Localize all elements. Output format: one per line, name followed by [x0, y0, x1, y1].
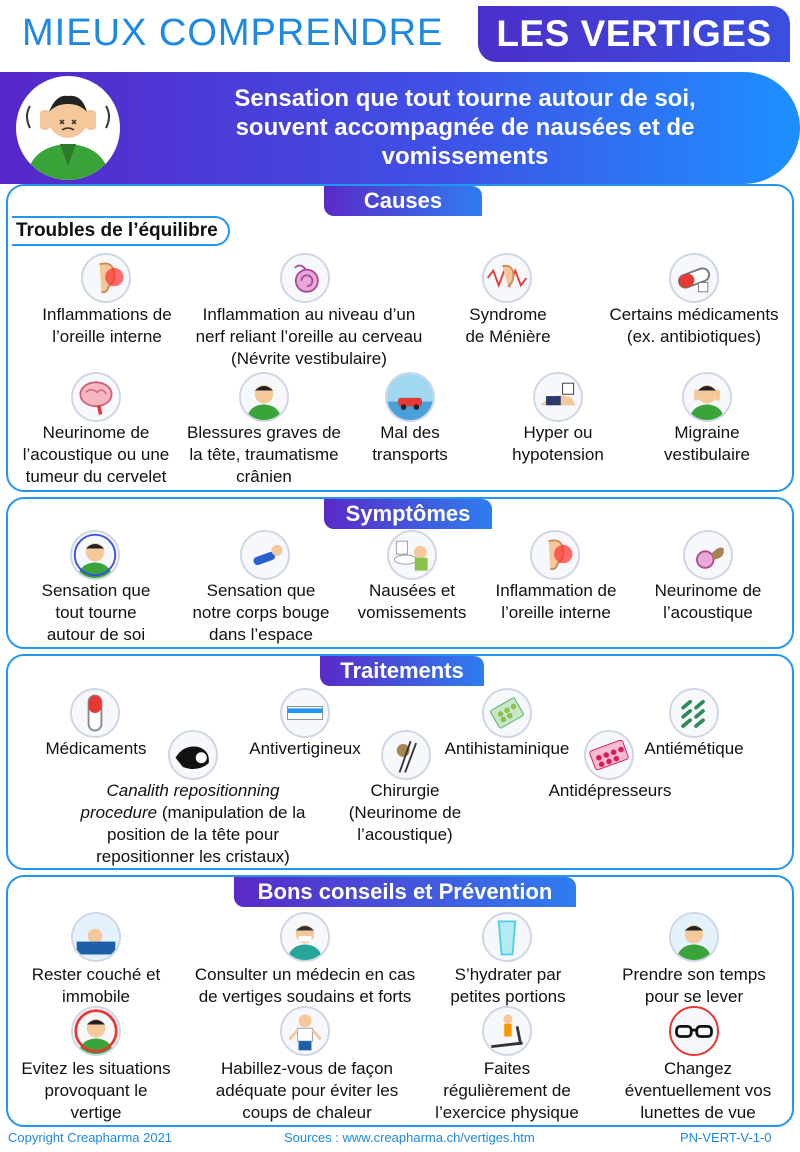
doctor-icon [280, 912, 330, 962]
ear-inflammation-icon [81, 253, 131, 303]
treatment-antidepresseurs: Antidépresseurs [548, 781, 672, 800]
tablets-icon [669, 688, 719, 738]
causes-subtitle: Troubles de l’équilibre [12, 216, 230, 246]
hero-line-2: souvent accompagnée de nausées et de [235, 114, 695, 141]
dizzy-man-small-icon [70, 530, 120, 580]
blister-pack-icon [482, 688, 532, 738]
causes-title: Causes [324, 186, 482, 216]
footer-sources-link[interactable]: Sources : www.creapharma.ch/vertiges.htm [284, 1130, 535, 1145]
advice-section: Bons conseils et Prévention [6, 875, 794, 1127]
symptoms-section: Symptômes [6, 497, 794, 649]
injured-man-icon [239, 372, 289, 422]
title-part-2: LES VERTIGES [478, 6, 790, 62]
treadmill-icon [482, 1006, 532, 1056]
treatment-canalith: Canalith repositionning procedure (manip… [80, 781, 306, 866]
medicine-box-icon [280, 688, 330, 738]
glasses-icon [669, 1006, 719, 1056]
migraine-man-icon [682, 372, 732, 422]
ear-inflammation-small-icon [530, 530, 580, 580]
causes-section: Causes Troubles de l’équilibre [6, 184, 794, 492]
nerve-icon [683, 530, 733, 580]
standing-up-icon [669, 912, 719, 962]
water-glass-icon [482, 912, 532, 962]
dizzy-man-icon [16, 76, 120, 180]
treatment-antihistaminique: Antihistaminique [444, 739, 570, 758]
treatments-section: Traitements [6, 654, 794, 870]
blood-pressure-icon [533, 372, 583, 422]
treatments-title: Traitements [320, 656, 484, 686]
capsule-icon [70, 688, 120, 738]
footer-code: PN-VERT-V-1-0 [680, 1130, 772, 1145]
warning-man-icon [71, 1006, 121, 1056]
hero-banner: Sensation que tout tourne autour de soi,… [0, 72, 800, 184]
advice-title: Bons conseils et Prévention [234, 877, 576, 907]
head-manipulation-icon [168, 730, 218, 780]
pill-capsule-icon [669, 253, 719, 303]
symptoms-title: Symptômes [324, 499, 492, 529]
cochlea-icon [280, 253, 330, 303]
toilet-icon [387, 530, 437, 580]
ear-sound-wave-icon [482, 253, 532, 303]
cause-4-label: Certains médicaments(ex. antibiotiques) [609, 305, 779, 346]
treatment-antiemetique: Antiémétique [644, 739, 744, 758]
lying-man-icon [240, 530, 290, 580]
brain-icon [71, 372, 121, 422]
surgery-icon [381, 730, 431, 780]
pink-pills-icon [584, 730, 634, 780]
dressed-man-icon [280, 1006, 330, 1056]
hero-line-1: Sensation que tout tourne autour de soi, [234, 85, 696, 112]
treatment-antivertigineux: Antivertigineux [249, 739, 361, 758]
treatment-medicaments: Médicaments [45, 739, 147, 758]
footer-copyright: Copyright Creapharma 2021 [8, 1130, 173, 1145]
hero-line-3: vomissements [381, 143, 549, 170]
bed-icon [71, 912, 121, 962]
title-part-1: MIEUX COMPRENDRE [22, 12, 444, 54]
hero-description: Sensation que tout tourne autour de soi,… [160, 84, 770, 171]
car-boat-icon [385, 372, 435, 422]
